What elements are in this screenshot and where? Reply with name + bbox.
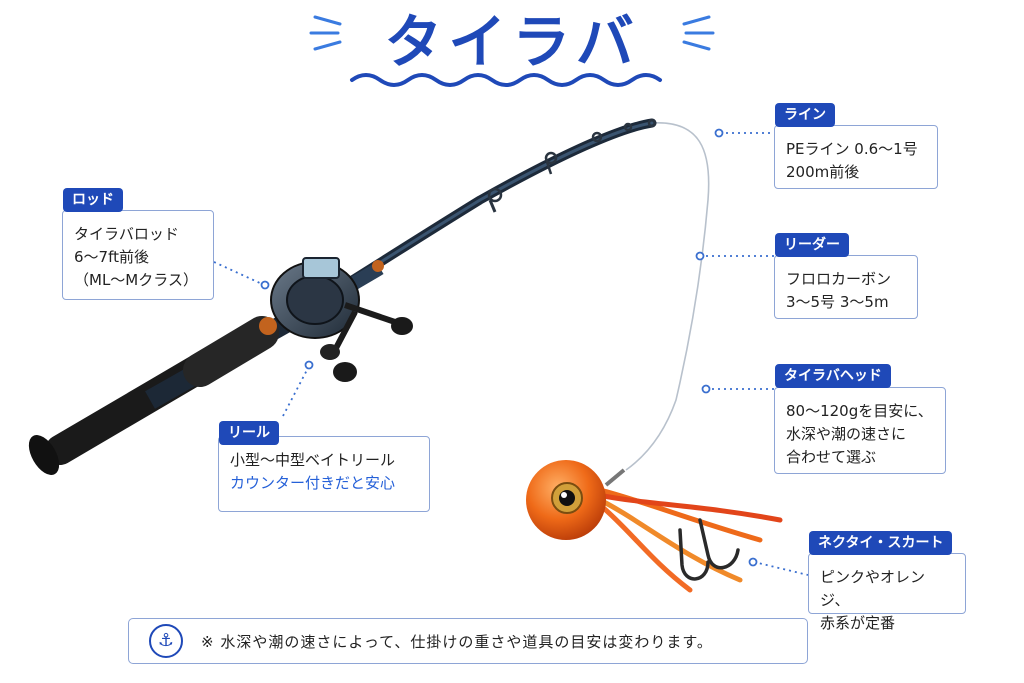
callout-head-line-3: 合わせて選ぶ xyxy=(786,448,877,466)
callout-leader-line-1: フロロカーボン xyxy=(786,270,892,288)
callout-head-body: 80〜120gを目安に、 水深や潮の速さに 合わせて選ぶ xyxy=(774,387,946,474)
footer-note-text: ※ 水深や潮の速さによって、仕掛けの重さや道具の目安は変わります。 xyxy=(201,632,713,651)
callout-connectors xyxy=(213,132,809,576)
callout-line-line-2: 200m前後 xyxy=(786,163,860,181)
callout-line-tag: ライン xyxy=(775,103,835,127)
callout-reel-line-1: 小型〜中型ベイトリール xyxy=(230,451,396,469)
callout-skirt-line-2: 赤系が定番 xyxy=(820,614,896,632)
callout-rod-tag: ロッド xyxy=(63,188,123,212)
callout-rod-line-3: （ML〜Mクラス） xyxy=(74,271,198,289)
anchor-icon: ⚓ xyxy=(149,624,183,658)
callout-reel-body: 小型〜中型ベイトリール カウンター付きだと安心 xyxy=(218,436,430,512)
callout-skirt-line-1: ピンクやオレンジ、 xyxy=(820,568,926,609)
callout-rod-line-1: タイラバロッド xyxy=(74,225,179,243)
callout-leader-line-2: 3〜5号 3〜5m xyxy=(786,293,889,311)
callout-reel-accent: カウンター付きだと安心 xyxy=(230,474,396,492)
callout-head-line-1: 80〜120gを目安に、 xyxy=(786,402,933,420)
callout-head-line-2: 水深や潮の速さに xyxy=(786,425,907,443)
callout-rod-body: タイラバロッド 6〜7ft前後 （ML〜Mクラス） xyxy=(62,210,214,300)
footer-note: ⚓ ※ 水深や潮の速さによって、仕掛けの重さや道具の目安は変わります。 xyxy=(128,618,808,664)
rod xyxy=(28,118,657,475)
page-title: タイラバ xyxy=(384,8,640,76)
callout-line-line-1: PEライン 0.6〜1号 xyxy=(786,140,918,158)
reel xyxy=(270,257,413,382)
callout-skirt-tag: ネクタイ・スカート xyxy=(809,531,953,555)
callout-skirt-body: ピンクやオレンジ、 赤系が定番 xyxy=(808,553,966,632)
fishing-line xyxy=(625,122,710,471)
callout-rod-line-2: 6〜7ft前後 xyxy=(74,248,149,266)
callout-leader-body: フロロカーボン 3〜5号 3〜5m xyxy=(774,255,918,319)
callout-leader-tag: リーダー xyxy=(775,233,849,257)
callout-line-body: PEライン 0.6〜1号 200m前後 xyxy=(774,125,938,189)
callout-head-tag: タイラバヘッド xyxy=(775,364,891,388)
tairaba-head-lure xyxy=(526,460,783,593)
callout-reel-tag: リール xyxy=(219,421,279,445)
title-decoration xyxy=(309,15,715,87)
